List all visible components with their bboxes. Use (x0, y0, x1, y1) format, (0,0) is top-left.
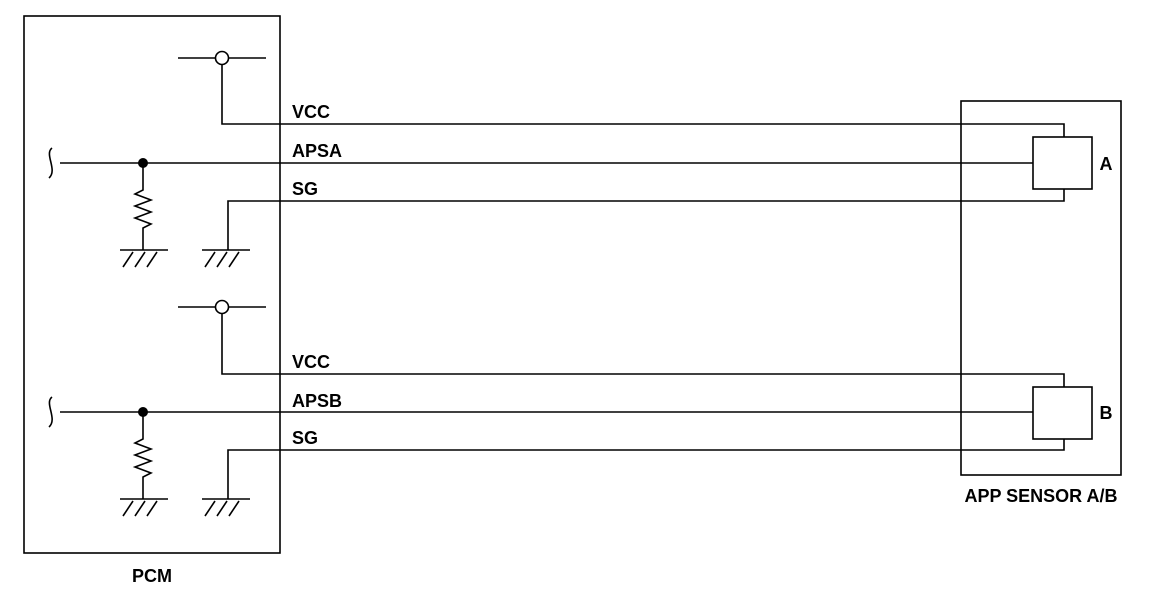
break-mark-a-icon (48, 147, 53, 179)
apsa-label: APSA (292, 141, 342, 161)
sg-wire-a (227, 189, 1065, 250)
pcm-label: PCM (132, 566, 172, 586)
resistor-b-icon (132, 412, 154, 499)
apsb-label: APSB (292, 391, 342, 411)
sg-wire-b (227, 439, 1065, 499)
vcc-label-b: VCC (292, 352, 330, 372)
ground-sg-b-icon (202, 498, 250, 517)
vcc-wire-a (221, 65, 1065, 137)
vcc-label-a: VCC (292, 102, 330, 122)
vcc-wire-b (221, 314, 1065, 387)
circuit-a: VCC APSA SG A (48, 50, 1113, 268)
ground-resistor-a-icon (120, 249, 168, 268)
sensor-element-b-label: B (1100, 403, 1113, 423)
ground-resistor-b-icon (120, 498, 168, 517)
break-mark-b-icon (48, 396, 53, 428)
sg-label-a: SG (292, 179, 318, 199)
pcm-box (23, 15, 281, 554)
ground-sg-a-icon (202, 249, 250, 268)
sg-label-b: SG (292, 428, 318, 448)
sensor-element-a (1032, 136, 1093, 190)
sensor-box (960, 100, 1122, 476)
sensor-label: APP SENSOR A/B (964, 486, 1117, 506)
resistor-a-icon (132, 163, 154, 250)
sensor-element-b (1032, 386, 1093, 440)
sensor-element-a-label: A (1100, 154, 1113, 174)
vcc-supply-b-icon (178, 299, 266, 315)
vcc-supply-a-icon (178, 50, 266, 66)
circuit-b: VCC APSB SG B (48, 299, 1113, 517)
